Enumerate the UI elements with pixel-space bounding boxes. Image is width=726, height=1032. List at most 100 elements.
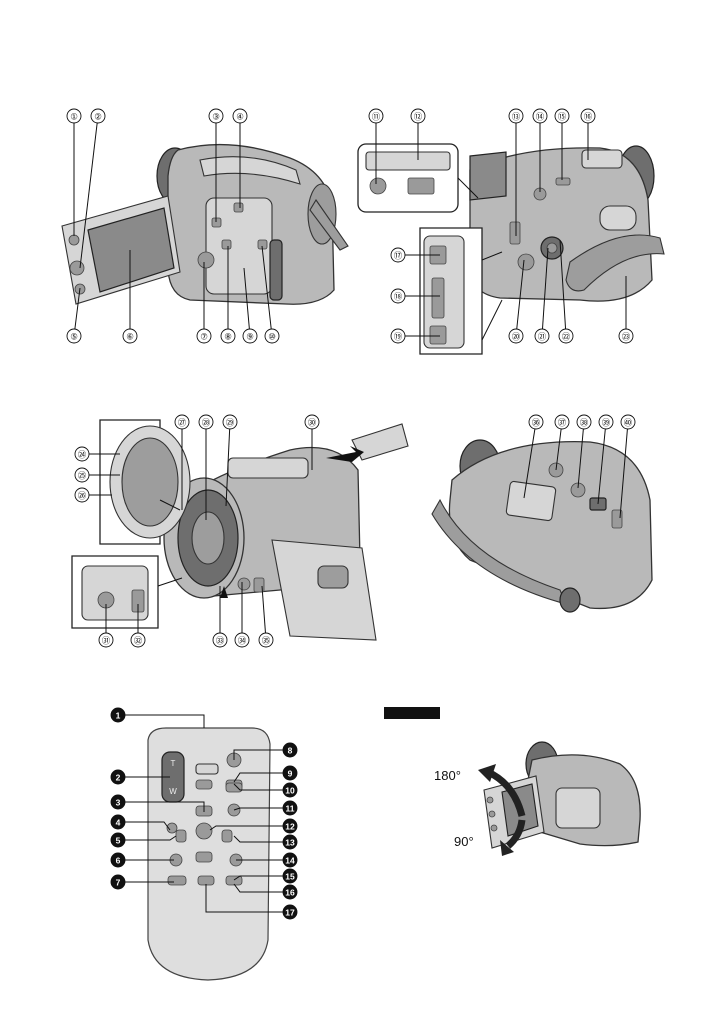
remote-callout-number-r12: 12 — [285, 822, 295, 832]
rotation-lcd-button-3 — [491, 825, 497, 831]
callout-number-c27: ㉗ — [178, 418, 187, 428]
callout-number-c12: ⑫ — [414, 112, 423, 122]
mode-dial-center — [547, 243, 557, 253]
zoom-w-glyph: W — [169, 787, 177, 796]
callout-number-c40: ㊵ — [624, 418, 633, 428]
rotation-side-panel — [556, 788, 600, 828]
remote-callout-number-r9: 9 — [288, 769, 293, 779]
callout-number-c37: ㊲ — [558, 418, 567, 428]
remote-callout-number-r8: 8 — [288, 746, 293, 756]
camcorder-left-view — [62, 145, 348, 305]
lcd-rotation-figure: 180° 90° — [384, 707, 640, 856]
remote-callout-number-r4: 4 — [116, 818, 121, 828]
remote-callout-number-r6: 6 — [116, 856, 121, 866]
callout-number-c16: ⑯ — [584, 112, 593, 122]
callout-number-c38: ㊳ — [580, 418, 589, 428]
callout-number-c3: ③ — [212, 112, 220, 122]
battery-pack — [506, 481, 556, 521]
callout-number-c21: ㉑ — [538, 332, 547, 342]
side-dial[interactable] — [198, 252, 214, 268]
callout-number-c23: ㉓ — [622, 332, 631, 342]
callout-number-c26: ㉖ — [78, 491, 87, 501]
remote-window — [196, 764, 218, 774]
connector-middle — [432, 278, 444, 318]
callout-number-c32: ㉜ — [134, 636, 143, 646]
grip-pad — [600, 206, 636, 230]
callout-number-c20: ⑳ — [512, 332, 521, 342]
angle-90-label: 90° — [454, 834, 474, 849]
remote-center[interactable] — [196, 823, 212, 839]
callout-number-c2: ② — [94, 112, 102, 122]
remote-callout-number-r17: 17 — [285, 908, 295, 918]
remote-callout-number-r1: 1 — [116, 711, 121, 721]
callout-number-c33: ㉝ — [216, 636, 225, 646]
callout-number-c19: ⑲ — [394, 332, 403, 342]
lens-inner — [192, 512, 224, 564]
callout-number-c5: ⑤ — [70, 332, 78, 342]
remote-callout-number-r3: 3 — [116, 798, 121, 808]
remote-right[interactable] — [222, 830, 232, 842]
callout-number-c9: ⑨ — [246, 332, 254, 342]
remote-callout-number-r13: 13 — [285, 838, 295, 848]
inset-slot — [408, 178, 434, 194]
top-grip-front — [228, 458, 308, 478]
remote-button-15[interactable] — [226, 876, 242, 885]
inset-side-pointer-2 — [482, 300, 502, 340]
callout-number-c31: ㉛ — [102, 636, 111, 646]
callout-number-c7: ⑦ — [200, 332, 208, 342]
callout-number-c11: ⑪ — [372, 112, 381, 122]
callout-number-c17: ⑰ — [394, 251, 403, 261]
remote-button-17[interactable] — [198, 876, 214, 885]
remote-callout-leader-r1 — [118, 715, 204, 728]
remote-callout-number-r10: 10 — [285, 786, 295, 796]
zoom-t-glyph: T — [171, 759, 176, 768]
remote-button-7[interactable] — [168, 876, 186, 885]
side-button-b[interactable] — [234, 203, 243, 212]
remote-callout-number-r11: 11 — [286, 804, 295, 814]
record-button[interactable] — [518, 254, 534, 270]
side-button-c[interactable] — [222, 240, 231, 249]
callout-number-c30: ㉚ — [308, 418, 317, 428]
remote-callout-number-r7: 7 — [116, 878, 121, 888]
remote-left[interactable] — [176, 830, 186, 842]
remote-callout-number-r14: 14 — [285, 856, 295, 866]
remote-down[interactable] — [196, 852, 212, 862]
remote-callout-number-r16: 16 — [285, 888, 295, 898]
callout-number-c29: ㉙ — [226, 418, 235, 428]
note-box — [384, 707, 440, 719]
remote-control: T W — [148, 728, 270, 980]
remote-callout-number-r15: 15 — [285, 872, 295, 882]
rotation-lcd-button-2 — [489, 811, 495, 817]
remote-callout-number-r5: 5 — [116, 836, 121, 846]
callout-number-c34: ㉞ — [238, 636, 247, 646]
remote-button-a[interactable] — [196, 780, 212, 789]
lens-bottom — [560, 588, 580, 612]
front-dial[interactable] — [238, 578, 250, 590]
side-switch[interactable] — [510, 222, 520, 244]
rotation-lcd-button-1 — [487, 797, 493, 803]
remote-callout-r1: 1 — [111, 708, 204, 728]
callout-number-c8: ⑧ — [224, 332, 232, 342]
callout-number-c4: ④ — [236, 112, 244, 122]
top-slider[interactable] — [556, 178, 570, 185]
callout-leader-c35 — [262, 586, 266, 640]
callout-c5: ⑤ — [67, 288, 81, 343]
callout-number-c35: ㉟ — [262, 636, 271, 646]
camcorder-bottom-view — [432, 440, 652, 612]
lcd-front — [272, 540, 376, 640]
inset-top-cover — [366, 152, 450, 170]
callout-number-c39: ㊴ — [602, 418, 611, 428]
callout-number-c14: ⑭ — [536, 112, 545, 122]
callout-number-c6: ⑥ — [126, 332, 134, 342]
lcd-button-1[interactable] — [69, 235, 79, 245]
callout-number-c22: ㉒ — [562, 332, 571, 342]
callout-number-c10: ⑩ — [268, 332, 276, 342]
callout-number-c1: ① — [70, 112, 78, 122]
side-door — [270, 240, 282, 300]
lcd-button-2[interactable] — [70, 261, 84, 275]
callout-number-c36: ㊱ — [532, 418, 541, 428]
camcorder-front-view — [72, 420, 408, 640]
inset-jack — [370, 178, 386, 194]
camcorder-right-view — [358, 144, 664, 354]
